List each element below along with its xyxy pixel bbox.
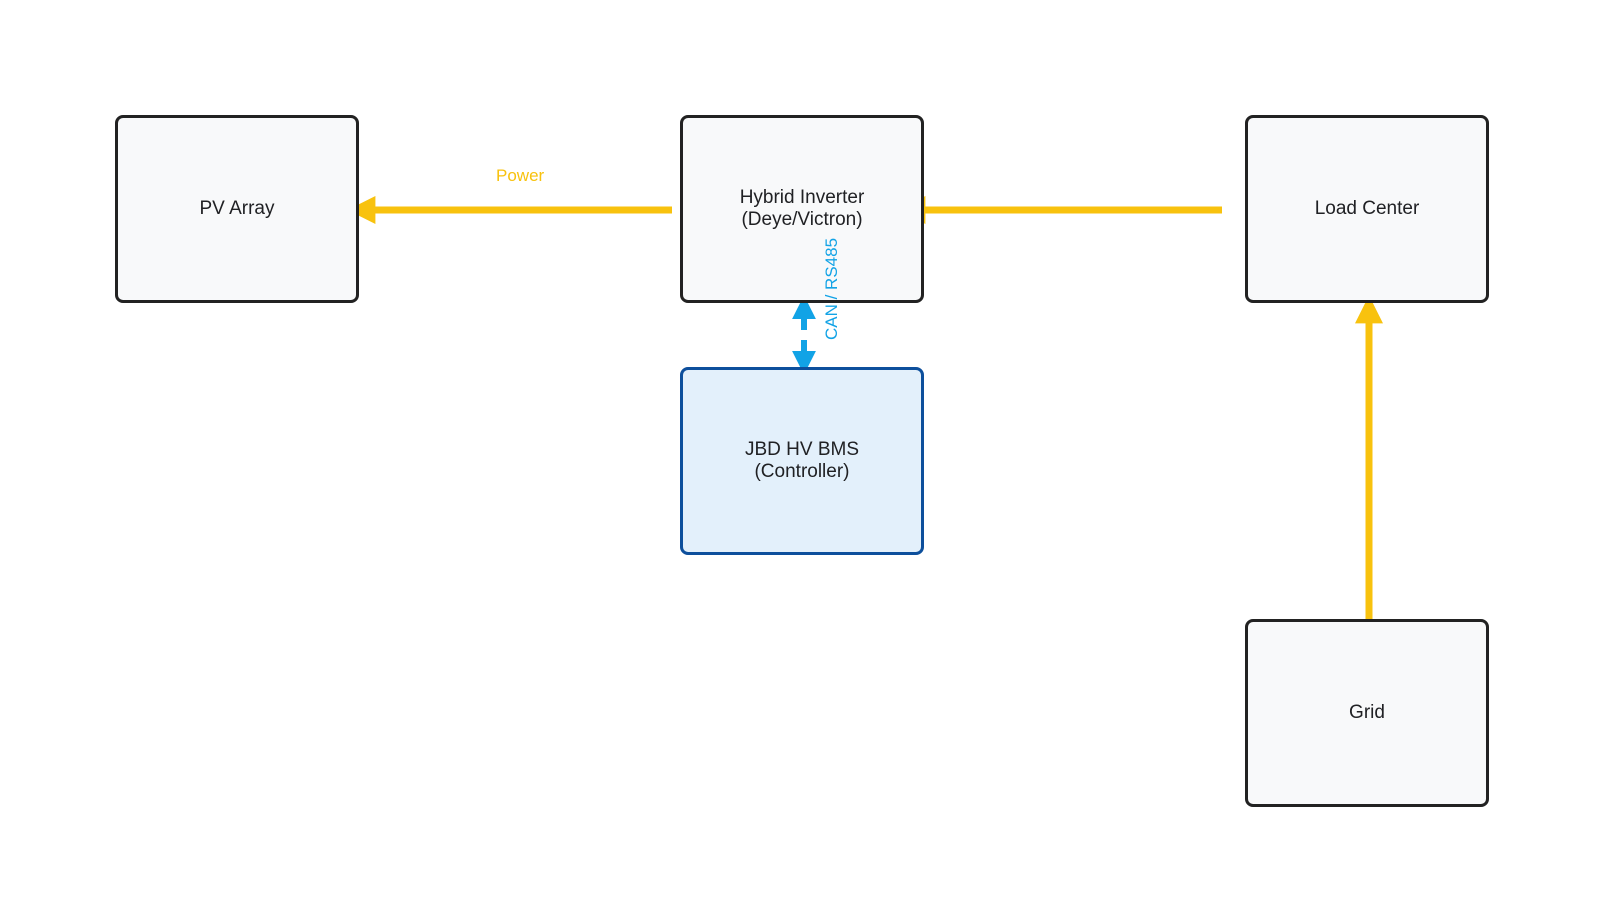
- node-grid-label: Grid: [1349, 702, 1385, 723]
- node-jbd-hv-bms-label: JBD HV BMS: [744, 439, 860, 460]
- node-load-center-label: Load Center: [1314, 198, 1420, 219]
- node-jbd-hv-bms[interactable]: JBD HV BMS (Controller): [680, 367, 924, 555]
- node-pv-array[interactable]: PV Array: [115, 115, 359, 303]
- node-pv-array-label: PV Array: [199, 198, 275, 219]
- edge-label-power: Power: [496, 166, 545, 185]
- node-grid[interactable]: Grid: [1245, 619, 1489, 807]
- node-load-center[interactable]: Load Center: [1245, 115, 1489, 303]
- edge-label-can-rs485: CAN / RS485: [822, 237, 841, 340]
- node-hybrid-inverter[interactable]: Hybrid Inverter (Deye/Victron): [680, 115, 924, 303]
- node-hybrid-inverter-sublabel: (Deye/Victron): [741, 209, 863, 230]
- node-jbd-hv-bms-sublabel: (Controller): [754, 461, 850, 482]
- node-hybrid-inverter-label: Hybrid Inverter: [739, 187, 865, 208]
